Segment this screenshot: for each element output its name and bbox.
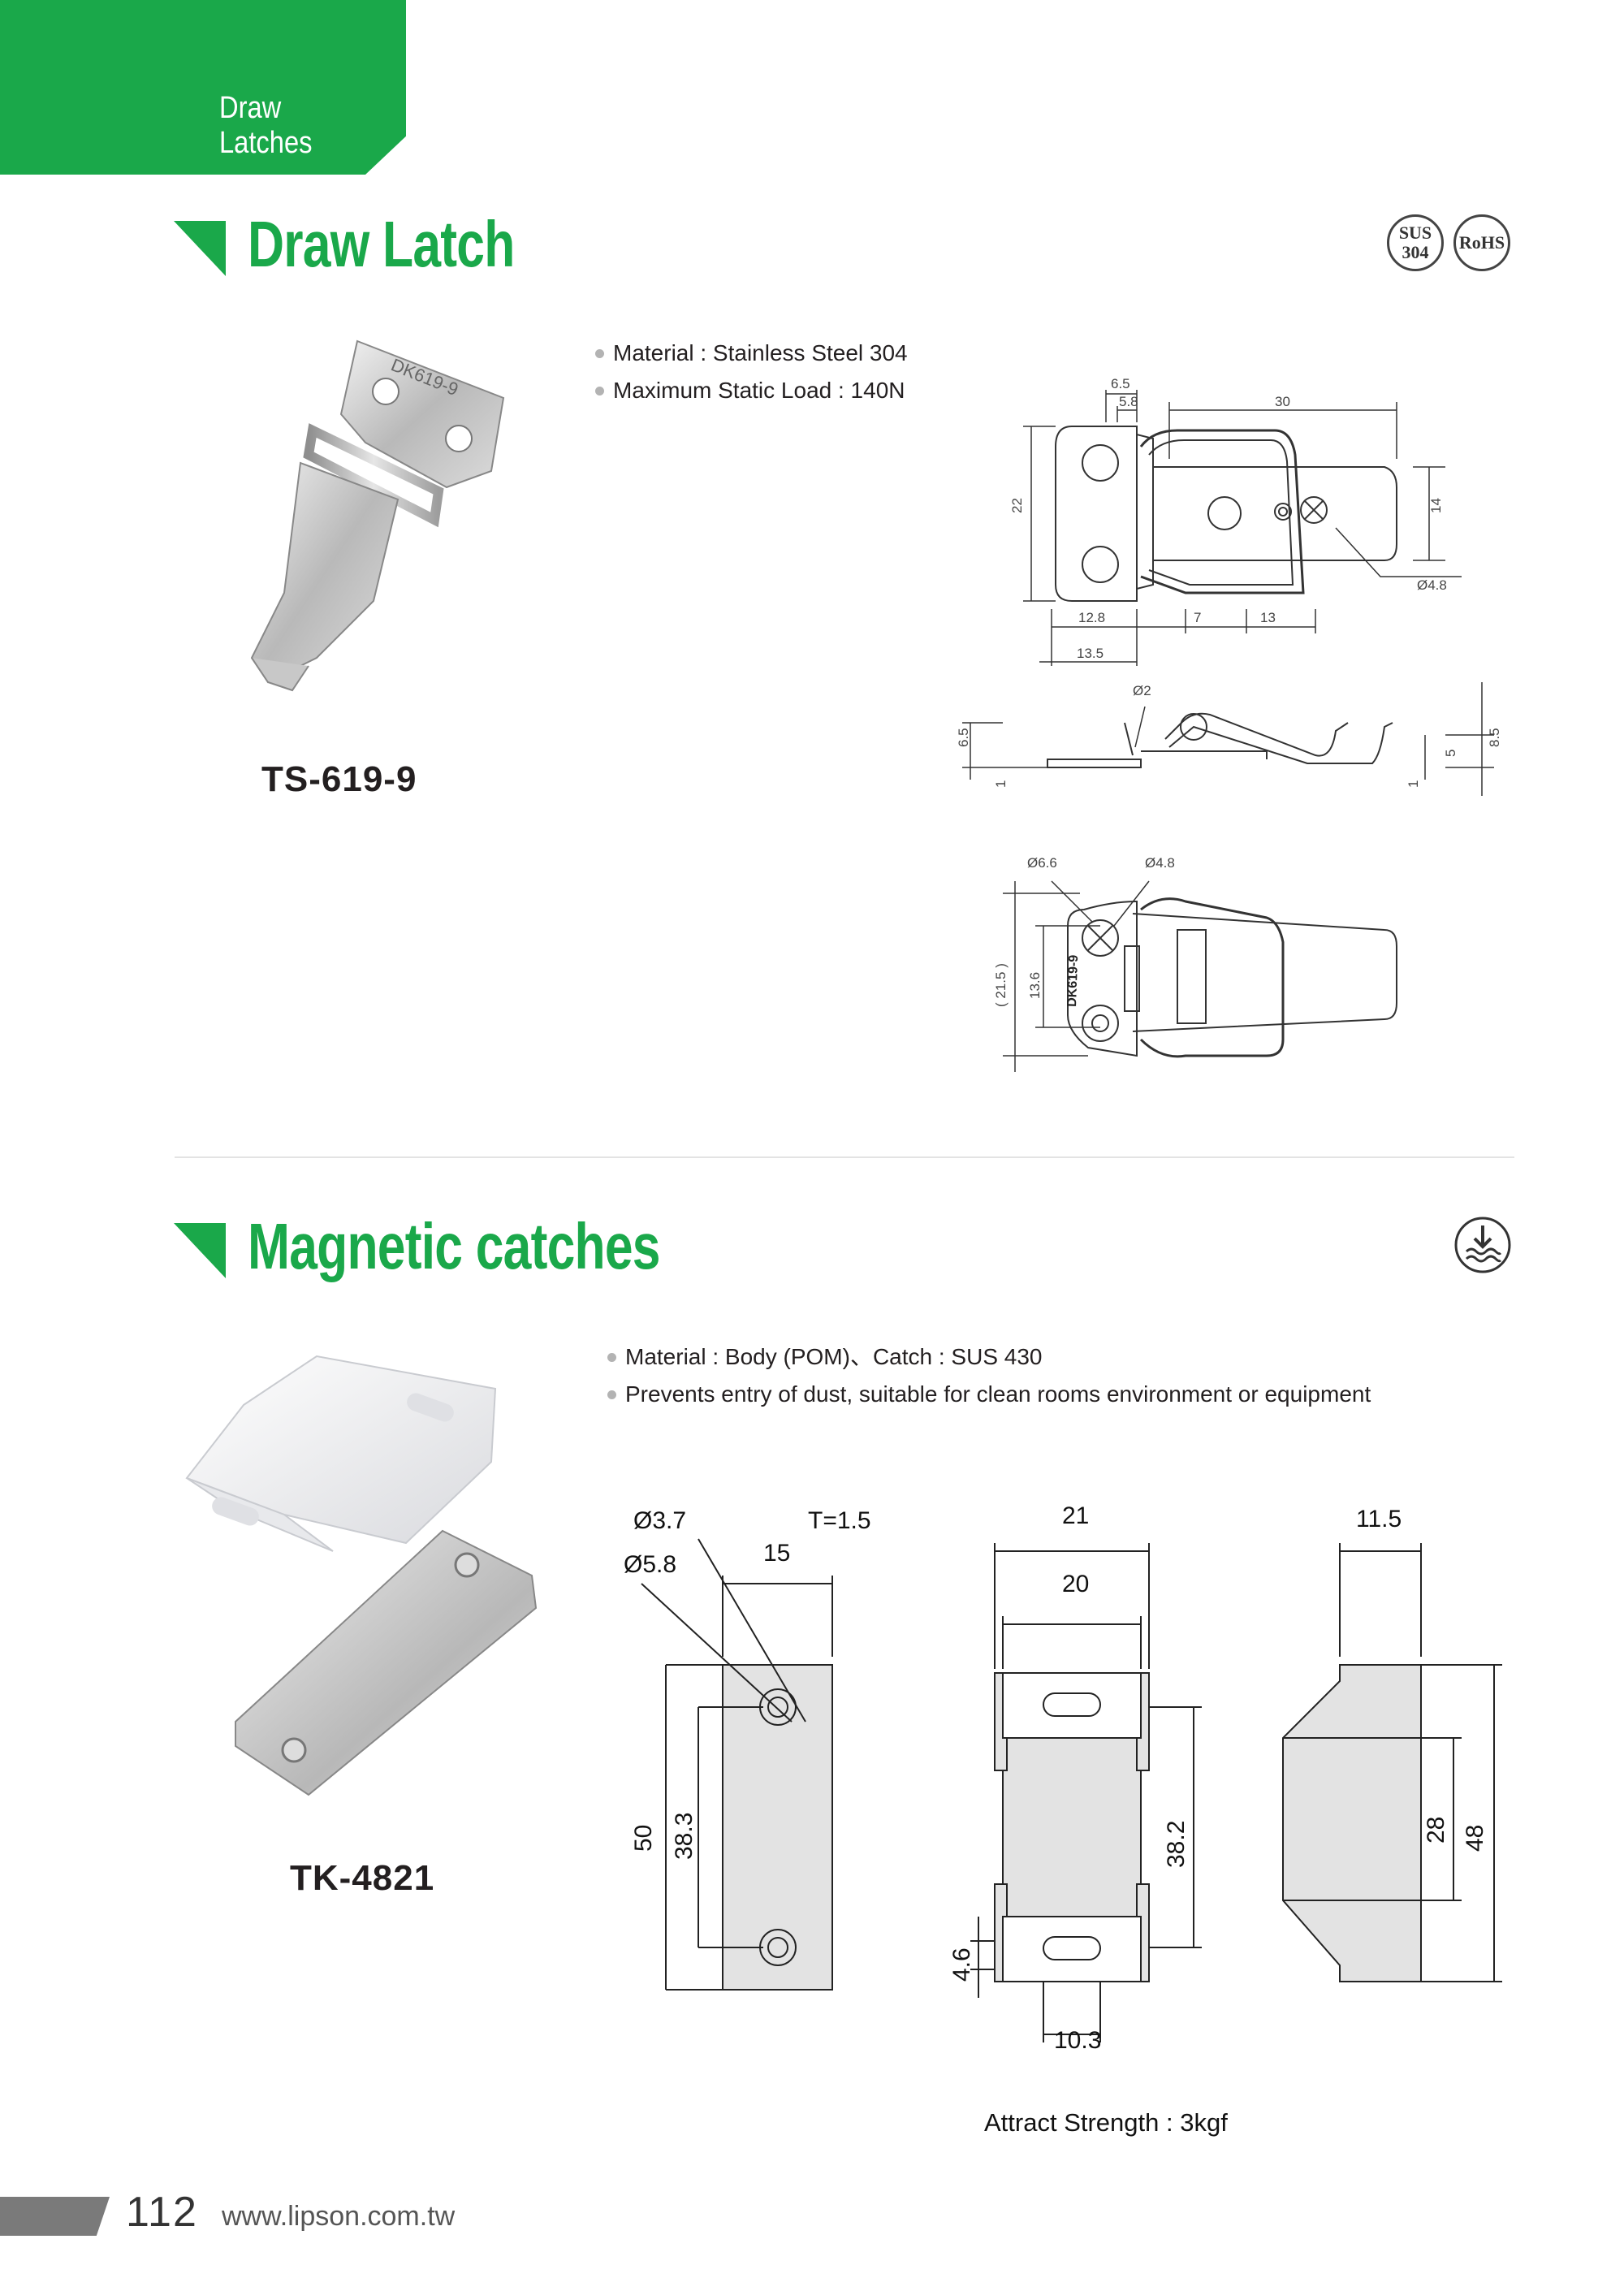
section-divider	[175, 1156, 1514, 1158]
page-number: 112	[126, 2189, 198, 2236]
title-triangle-icon	[174, 1223, 226, 1278]
engraving-label: DK619-9	[1065, 954, 1081, 1007]
footer-bar	[0, 2197, 110, 2236]
section-title-draw-latch: Draw Latch	[248, 208, 515, 280]
dim-label: 6.5	[1111, 376, 1130, 391]
draw-latch-drawing: 6.5 5.8 30 22 14 Ø4.8 12.8 7 13 13.5 Ø2 …	[956, 376, 1502, 1072]
dim-label: 13	[1260, 610, 1276, 625]
dim-label: Ø2	[1133, 683, 1151, 698]
model-number-tk-4821: TK-4821	[290, 1858, 435, 1898]
dim-label: 14	[1428, 498, 1444, 513]
dim-label: ( 21.5 )	[993, 963, 1009, 1007]
section-tab: Draw Latches	[0, 0, 406, 175]
dim-label: 20	[1062, 1571, 1089, 1597]
dim-label: 30	[1275, 394, 1290, 409]
dim-label: 28	[1423, 1817, 1449, 1844]
dim-label: 21	[1062, 1502, 1089, 1529]
dim-label: 38.2	[1163, 1821, 1190, 1868]
dim-label: 5.8	[1119, 394, 1138, 409]
magnetic-catch-specs: Material : Body (POM)、Catch : SUS 430 Pr…	[607, 1338, 1371, 1413]
dim-label: T=1.5	[808, 1507, 871, 1534]
magnetic-catch-photo	[185, 1355, 538, 1796]
dim-label: 8.5	[1487, 728, 1502, 747]
draw-latch-specs: Material : Stainless Steel 304 Maximum S…	[595, 335, 908, 409]
dim-label: Ø5.8	[624, 1551, 676, 1578]
spec-item: Maximum Static Load : 140N	[595, 372, 908, 409]
dim-label: 13.6	[1027, 972, 1043, 999]
draw-latch-photo: DK619-9	[250, 339, 505, 692]
dim-label: 38.3	[671, 1813, 698, 1860]
dim-label: 10.3	[1054, 2027, 1101, 2054]
spec-item: Material : Body (POM)、Catch : SUS 430	[607, 1338, 1371, 1376]
dim-label: 7	[1194, 610, 1201, 625]
dim-label: 1	[1406, 780, 1421, 788]
dim-label: 22	[1009, 498, 1025, 513]
dim-label: 6.5	[956, 728, 971, 747]
website-link[interactable]: www.lipson.com.tw	[222, 2201, 456, 2232]
dim-label: 50	[630, 1825, 657, 1852]
title-triangle-icon	[174, 221, 226, 276]
dim-label: 13.5	[1077, 646, 1104, 661]
dim-label: 5	[1443, 750, 1458, 757]
dim-label: Ø3.7	[633, 1507, 686, 1534]
dim-label: 11.5	[1356, 1506, 1402, 1532]
attract-strength-note: Attract Strength : 3kgf	[984, 2108, 1228, 2137]
water-resistant-icon	[1454, 1217, 1511, 1273]
rohs-badge: RoHS	[1453, 214, 1510, 271]
dim-label: Ø6.6	[1027, 855, 1057, 871]
sus304-badge: SUS 304	[1387, 214, 1444, 271]
dim-label: 4.6	[948, 1947, 975, 1982]
section-tab-label: Draw Latches	[219, 91, 313, 160]
spec-item: Material : Stainless Steel 304	[595, 335, 908, 372]
dim-label: 48	[1462, 1825, 1488, 1852]
magnetic-catch-drawing: Ø3.7 T=1.5 15 Ø5.8 50 38.3 21 20 38.2 4.…	[624, 1502, 1502, 2054]
dim-label: 1	[993, 780, 1009, 788]
dim-label: 15	[763, 1540, 790, 1567]
spec-item: Prevents entry of dust, suitable for cle…	[607, 1376, 1371, 1413]
dim-label: 12.8	[1078, 610, 1105, 625]
dim-label: Ø4.8	[1417, 577, 1447, 593]
section-title-magnetic-catches: Magnetic catches	[248, 1210, 660, 1282]
model-number-ts-619-9: TS-619-9	[261, 759, 417, 799]
dim-label: Ø4.8	[1145, 855, 1175, 871]
